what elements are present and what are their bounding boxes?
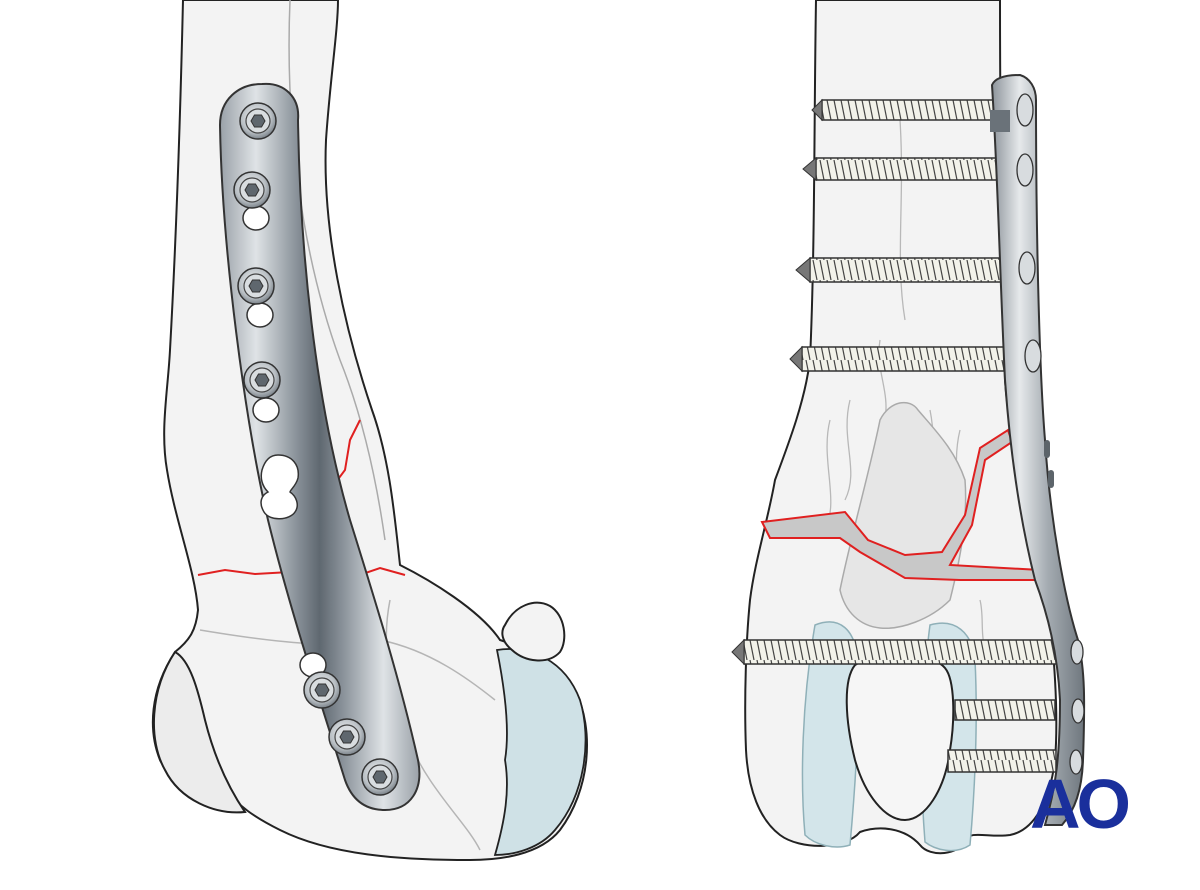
screw-shaft-7: [947, 749, 1057, 773]
anteroposterior-view: [731, 0, 1086, 855]
screw-head-2: [233, 171, 271, 209]
screw-shaft-6: [954, 699, 1056, 721]
plate-end-shade: [990, 110, 1010, 132]
screw-head-7: [361, 758, 399, 796]
fracture-gap: [760, 428, 1041, 581]
screw-head-5: [303, 671, 341, 709]
ao-logo: AO: [1030, 765, 1133, 843]
screw-head-3: [237, 267, 275, 305]
screw-shaft-4: [789, 345, 1005, 373]
articular-cartilage-lateral: [493, 648, 587, 856]
screw-head-1: [239, 102, 277, 140]
plate-hole-3: [252, 397, 280, 423]
plate-hole-2: [246, 302, 274, 328]
locking-plate-ap: [990, 73, 1086, 826]
empty-combi-hole: [260, 454, 300, 520]
plate-hole-1: [242, 205, 270, 231]
ao-logo-text: AO: [1030, 765, 1129, 843]
lateral-view: [151, 0, 588, 862]
screw-shaft-5: [731, 638, 1063, 666]
locking-plate-lateral: [218, 82, 421, 812]
plate-holes-ap: [1044, 440, 1054, 488]
screw-shaft-1: [811, 98, 1001, 122]
screw-shaft-3: [795, 256, 1003, 284]
screw-head-6: [328, 718, 366, 756]
bone-fragment: [501, 601, 566, 662]
screw-head-4: [243, 361, 281, 399]
plate-screw-heads-ap: [1016, 93, 1085, 775]
screw-shaft-2: [802, 156, 1001, 182]
